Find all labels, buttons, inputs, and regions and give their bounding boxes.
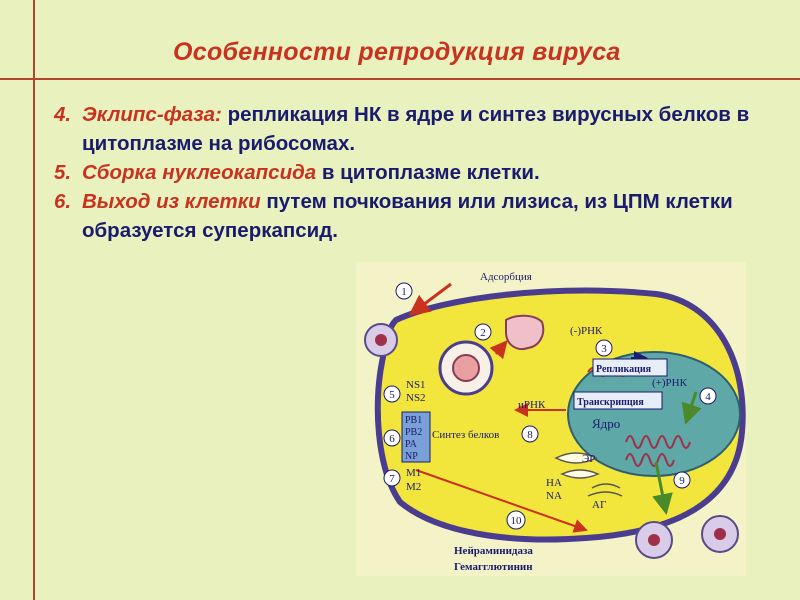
nucleus [567, 351, 741, 477]
pos-rna-label: (+)РНК [652, 377, 688, 389]
m2-label: M2 [406, 481, 421, 493]
horizontal-rule [0, 78, 800, 80]
mrna-label: иРНК [518, 399, 546, 411]
uncoating-arrow [489, 340, 508, 360]
step-2-label: 2 [480, 327, 486, 339]
point-highlight: Эклипс-фаза: [82, 103, 222, 126]
step-4-label: 4 [705, 391, 711, 403]
transcription-box [573, 391, 663, 410]
step-7-label: 7 [389, 473, 395, 485]
step-2-marker [474, 323, 492, 341]
endosome-virion-icon [452, 354, 480, 382]
point-text: репликация НК в ядре и синтез вирусных б… [82, 103, 750, 155]
replication-box [592, 358, 668, 377]
neuraminidase-label: Нейраминидаза [454, 545, 533, 557]
step-3-label: 3 [601, 343, 607, 355]
step-1-marker [395, 282, 413, 300]
step-7-marker [383, 469, 401, 487]
golgi-icon [587, 483, 623, 497]
pa-label: PA [405, 439, 418, 450]
nucleus-label: Ядро [592, 416, 620, 431]
point-number: 4. [54, 103, 72, 126]
point-number: 5. [54, 161, 72, 184]
np-label: NP [405, 451, 418, 462]
step-1-label: 1 [401, 286, 407, 298]
point-highlight: Выход из клетки [82, 190, 261, 213]
step-10-label: 10 [511, 515, 523, 527]
step-8-label: 8 [527, 429, 533, 441]
point-number: 6. [54, 190, 72, 213]
point-5: 5. Сборка нуклеокапсида в цитоплазме клет… [54, 158, 794, 187]
budding-virion-core [648, 534, 660, 546]
ns2-label: NS2 [406, 392, 426, 404]
replication-label: Репликация [596, 364, 652, 375]
point-4: 4. Эклипс-фаза: репликация НК в ядре и си… [54, 100, 794, 158]
incoming-virion-core [375, 334, 387, 346]
step-5-marker [383, 385, 401, 403]
step-3-marker [595, 339, 613, 357]
pb2-label: PB2 [405, 427, 422, 438]
step-9-marker [673, 471, 691, 489]
uncoating-icon [505, 314, 545, 350]
step-5-label: 5 [389, 389, 395, 401]
protein-synthesis-label: Синтез белков [432, 429, 499, 441]
step-8-marker [521, 425, 539, 443]
step-markers: 1 2 3 4 5 6 7 8 9 10 [383, 282, 717, 530]
na-label: NA [546, 490, 562, 502]
adsorption-arrow [408, 282, 452, 316]
step-6-marker [383, 429, 401, 447]
step-4-marker [699, 387, 717, 405]
step-9-label: 9 [679, 475, 685, 487]
vertical-rule [33, 0, 35, 600]
point-list: 4. Эклипс-фаза: репликация НК в ядре и си… [54, 100, 794, 245]
point-6: 6. Выход из клетки путем почкования или л… [54, 187, 794, 245]
ag-label: АГ [592, 499, 606, 511]
transcription-label: Транскрипция [577, 397, 644, 408]
step-10-marker [506, 510, 526, 530]
neg-rna-label: (-)РНК [570, 325, 603, 337]
step-6-label: 6 [389, 433, 395, 445]
hemagglutinin-label: Гемагглютинин [454, 561, 533, 573]
replicating-rna-icon [625, 435, 691, 449]
virus-replication-diagram: Адсорбция (-)РНК Репликация (+)РНК Транс… [356, 262, 746, 576]
assembly-arrow [652, 461, 673, 515]
polymerase-box [401, 411, 431, 463]
er-icon [554, 452, 600, 479]
slide-title: Особенности репродукция вируса [173, 38, 621, 66]
diagram-svg: Адсорбция (-)РНК Репликация (+)РНК Транс… [356, 262, 746, 576]
m1-label: M1 [406, 467, 421, 479]
adsorption-label: Адсорбция [480, 271, 532, 283]
point-text: путем почкования или лизиса, из ЦПМ клет… [82, 190, 733, 242]
released-virion-core [714, 528, 726, 540]
pos-rna-arrow [681, 391, 702, 425]
er-label: ЭР [582, 453, 595, 465]
ha-label: HA [546, 477, 562, 489]
point-text: в цитоплазме клетки. [316, 161, 540, 184]
ns1-label: NS1 [406, 379, 426, 391]
matrix-transport-arrow [415, 469, 588, 533]
pb1-label: PB1 [405, 415, 422, 426]
replicating-rna-icon [625, 453, 675, 467]
point-highlight: Сборка нуклеокапсида [82, 161, 317, 184]
